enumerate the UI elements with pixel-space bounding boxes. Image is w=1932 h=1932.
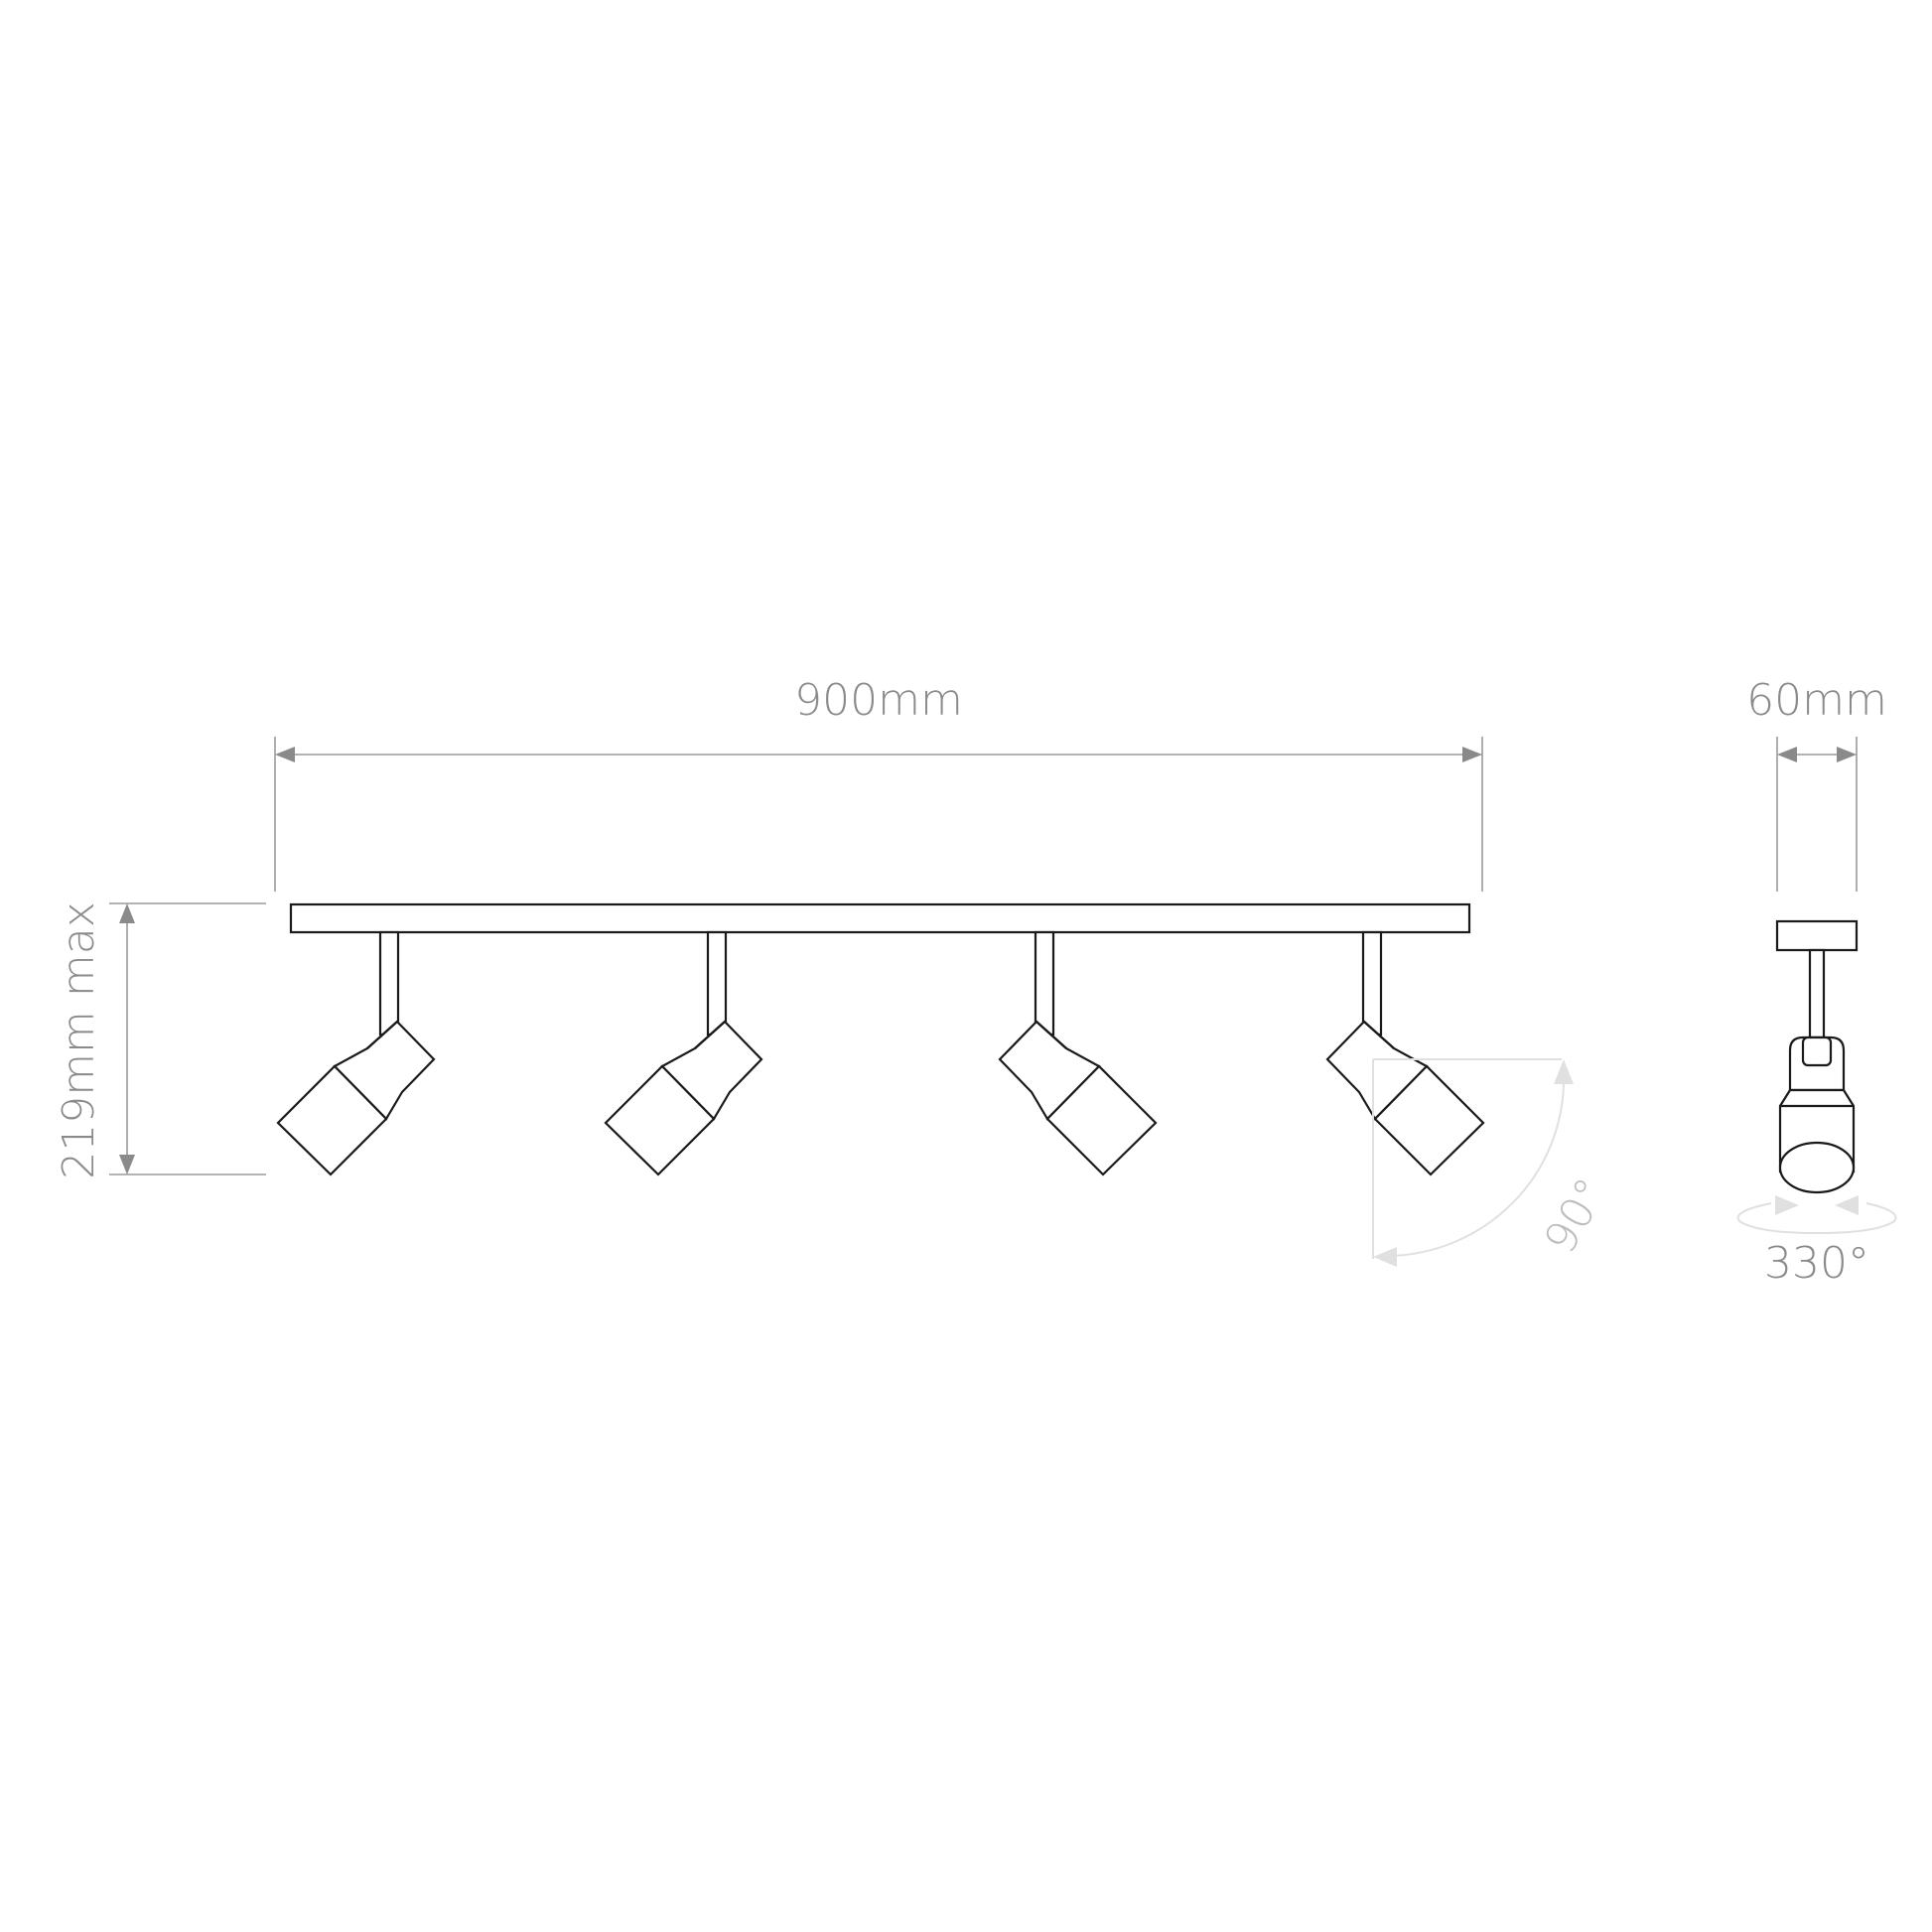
spotlight-2: [604, 930, 763, 1176]
spotlight-4: [1325, 930, 1485, 1176]
tilt-label: 90°: [1535, 1170, 1617, 1262]
rotation-label: 330°: [1764, 1238, 1869, 1289]
side-view: [1775, 919, 1859, 1194]
width-label: 900mm: [794, 675, 963, 726]
spotlight-3: [998, 930, 1158, 1176]
mounting-bar: [289, 902, 1471, 934]
rotation-indicator: 330°: [1736, 1195, 1897, 1289]
depth-dimension: 60mm: [1746, 675, 1887, 892]
width-dimension: 900mm: [274, 675, 1483, 892]
height-dimension: 219mm max: [54, 901, 266, 1179]
spotlight-1: [276, 930, 436, 1176]
height-label: 219mm max: [54, 901, 104, 1179]
depth-label: 60mm: [1746, 675, 1887, 726]
